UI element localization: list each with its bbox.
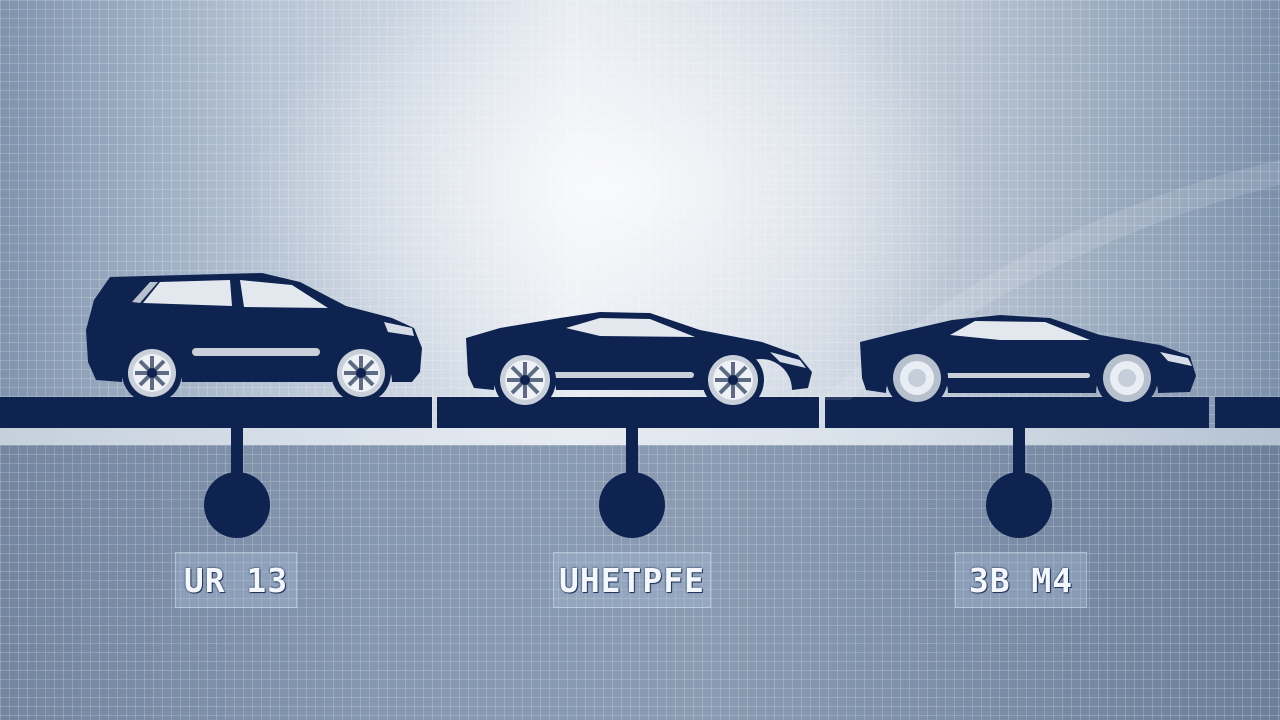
timeline-node-icon (204, 472, 270, 538)
rail-highlight-band (0, 428, 1280, 445)
timeline-rail-segment (1215, 397, 1280, 428)
timeline-rail-segment (437, 397, 819, 428)
timeline-node-icon (986, 472, 1052, 538)
timeline-label-text: UR 13 (183, 560, 289, 600)
suv-silhouette-icon (86, 273, 422, 403)
timeline-label-text: 3B M4 (968, 560, 1074, 600)
timeline-marker-3 (986, 428, 1052, 538)
timeline-node-icon (599, 472, 665, 538)
timeline-label-3: 3B M4 (955, 552, 1087, 608)
timeline-label-1: UR 13 (175, 552, 297, 608)
timeline-marker-1 (204, 428, 270, 538)
sports-car-silhouette-icon (860, 315, 1196, 409)
timeline-label-text: UHETPFE (558, 560, 706, 600)
timeline-label-2: UHETPFE (553, 552, 711, 608)
timeline-marker-2 (599, 428, 665, 538)
sports-car-silhouette-icon (466, 312, 812, 411)
